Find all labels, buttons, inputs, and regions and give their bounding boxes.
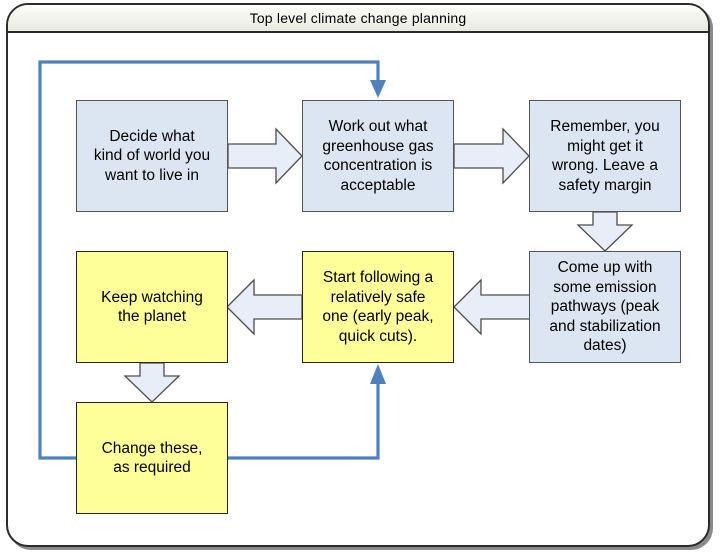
diagram-title-bar: Top level climate change planning	[8, 5, 708, 33]
flow-node-label: Work out what greenhouse gas concentrati…	[322, 118, 434, 194]
diagram-title: Top level climate change planning	[249, 10, 467, 26]
flow-node-label: Come up with some emission pathways (pea…	[549, 259, 661, 355]
flow-node-change-these: Change these, as required	[76, 402, 228, 514]
flow-node-label: Start following a relatively safe one (e…	[322, 269, 434, 345]
flow-node-decide-world: Decide what kind of world you want to li…	[76, 100, 228, 212]
flow-node-safety-margin: Remember, you might get it wrong. Leave …	[529, 100, 681, 212]
flow-node-label: Remember, you might get it wrong. Leave …	[550, 118, 660, 194]
flow-node-emission-pathways: Come up with some emission pathways (pea…	[529, 251, 681, 363]
flow-node-label: Decide what kind of world you want to li…	[93, 127, 211, 184]
flow-node-label: Keep watching the planet	[101, 288, 203, 326]
flow-node-label: Change these, as required	[101, 439, 203, 477]
flow-node-keep-watching: Keep watching the planet	[76, 251, 228, 363]
flow-node-work-out-ghg: Work out what greenhouse gas concentrati…	[302, 100, 454, 212]
flow-node-start-following: Start following a relatively safe one (e…	[302, 251, 454, 363]
